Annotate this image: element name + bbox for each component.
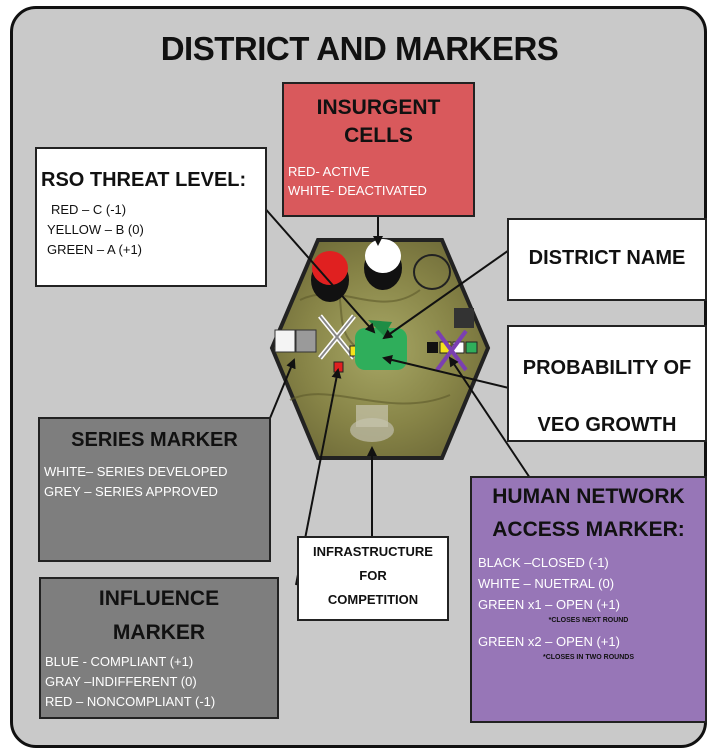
rso-line-green: GREEN – A (+1) xyxy=(47,242,143,257)
influence-marker-box: INFLUENCE MARKER BLUE - COMPLIANT (+1) G… xyxy=(39,577,279,719)
hn-line-green-x1: GREEN x1 – OPEN (+1) xyxy=(478,597,620,612)
influence-heading-2: MARKER xyxy=(112,621,206,644)
insurgent-cells-heading-1: INSURGENT xyxy=(316,96,441,119)
insurgent-cells-box: INSURGENT CELLS RED- ACTIVE WHITE- DEACT… xyxy=(282,82,475,217)
veo-growth-heading-2: VEO GROWTH xyxy=(537,414,677,436)
arrow-series xyxy=(267,358,296,424)
hn-line-white: WHITE – NUETRAL (0) xyxy=(478,576,615,591)
rso-threat-level-box: RSO THREAT LEVEL: RED – C (-1) YELLOW – … xyxy=(35,147,267,287)
veo-cross-marker xyxy=(435,329,468,372)
arrow-veo xyxy=(382,355,510,389)
rso-threat-level-heading: RSO THREAT LEVEL: xyxy=(41,169,247,191)
influence-line-blue: BLUE - COMPLIANT (+1) xyxy=(45,654,194,669)
veo-growth-heading-1: PROBABILITY OF xyxy=(522,357,692,379)
human-network-heading-1: HUMAN NETWORK xyxy=(492,485,685,508)
diagram-title: DISTRICT AND MARKERS xyxy=(160,30,559,67)
hn-line-black: BLACK –CLOSED (-1) xyxy=(478,555,609,570)
series-line-white: WHITE– SERIES DEVELOPED xyxy=(44,464,228,479)
arrow-human-network xyxy=(448,356,531,479)
series-marker-heading: SERIES MARKER xyxy=(71,429,238,451)
series-marker-dark xyxy=(454,308,474,328)
veo-growth-box: PROBABILITY OF VEO GROWTH xyxy=(507,325,707,442)
influence-line-gray: GRAY –INDIFFERENT (0) xyxy=(45,674,197,689)
district-name-heading: DISTRICT NAME xyxy=(528,247,686,269)
rso-line-yellow: YELLOW – B (0) xyxy=(47,222,144,237)
series-marker-box: SERIES MARKER WHITE– SERIES DEVELOPED GR… xyxy=(38,417,271,562)
infrastructure-heading-2: FOR xyxy=(359,568,387,583)
insurgent-cell-tokens xyxy=(311,239,451,302)
infrastructure-heading-1: INFRASTRUCTURE xyxy=(313,544,433,559)
hn-marker-green xyxy=(465,341,478,354)
district-marker xyxy=(355,328,407,370)
influence-heading-1: INFLUENCE xyxy=(98,587,220,610)
insurgent-cells-heading-2: CELLS xyxy=(344,124,413,147)
arrow-rso xyxy=(261,204,376,334)
hn-note-two-rounds: *CLOSES IN TWO ROUNDS xyxy=(542,654,634,661)
rso-line-red: RED – C (-1) xyxy=(51,202,127,217)
series-marker-white xyxy=(274,329,296,353)
human-network-heading-2: ACCESS MARKER: xyxy=(492,518,685,541)
insurgent-line-active: RED- ACTIVE xyxy=(288,164,370,179)
series-line-grey: GREY – SERIES APPROVED xyxy=(44,484,218,499)
district-name-box: DISTRICT NAME xyxy=(507,218,707,301)
hn-note-next-round: *CLOSES NEXT ROUND xyxy=(548,617,629,624)
hn-marker-black xyxy=(427,342,438,353)
infrastructure-box: INFRASTRUCTURE FOR COMPETITION xyxy=(297,536,449,621)
human-network-box: HUMAN NETWORK ACCESS MARKER: BLACK –CLOS… xyxy=(470,476,707,723)
arrow-district xyxy=(382,247,513,340)
series-marker-grey xyxy=(295,329,317,353)
insurgent-line-deactivated: WHITE- DEACTIVATED xyxy=(288,183,427,198)
influence-line-red: RED – NONCOMPLIANT (-1) xyxy=(45,694,216,709)
hn-line-green-x2: GREEN x2 – OPEN (+1) xyxy=(478,634,620,649)
infrastructure-heading-3: COMPETITION xyxy=(327,592,419,607)
